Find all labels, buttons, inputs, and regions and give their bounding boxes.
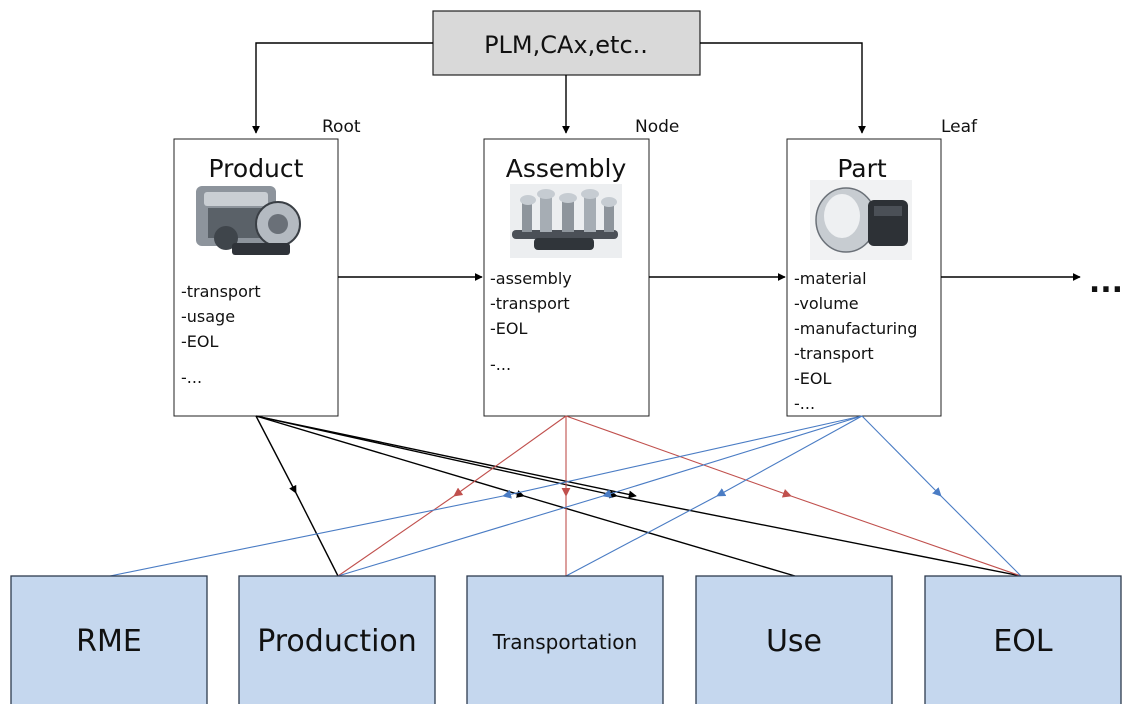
phase-label-use: Use bbox=[766, 624, 822, 659]
source-box bbox=[432, 10, 701, 76]
part-item: -material bbox=[794, 269, 867, 288]
piston-image bbox=[810, 180, 912, 260]
product-item: -usage bbox=[181, 307, 235, 326]
phase-box-transportation bbox=[466, 575, 664, 704]
crankshaft-image bbox=[510, 184, 622, 258]
level-label-root: Root bbox=[322, 117, 361, 137]
product-title: Product bbox=[209, 154, 304, 183]
assembly-item: -transport bbox=[490, 294, 570, 313]
level-label-leaf: Leaf bbox=[941, 117, 978, 137]
assembly-item: -assembly bbox=[490, 269, 572, 288]
phase-label-eol: EOL bbox=[993, 624, 1053, 659]
part-item: -volume bbox=[794, 294, 859, 313]
assembly-title: Assembly bbox=[506, 154, 627, 183]
phase-label-production: Production bbox=[257, 624, 417, 659]
phase-label-transportation: Transportation bbox=[492, 630, 637, 654]
part-links bbox=[109, 415, 1022, 577]
product-item: -transport bbox=[181, 282, 261, 301]
product-links bbox=[255, 415, 1022, 577]
product-box bbox=[173, 138, 339, 417]
assembly-item: -... bbox=[490, 355, 511, 374]
part-item: -transport bbox=[794, 344, 874, 363]
assembly-links bbox=[337, 415, 1022, 577]
part-item: -manufacturing bbox=[794, 319, 917, 338]
source-to-part-arrow bbox=[700, 42, 866, 134]
source-to-product-arrow bbox=[252, 42, 433, 134]
level-label-node: Node bbox=[635, 117, 679, 137]
part-item: -... bbox=[794, 394, 815, 413]
part-item: -EOL bbox=[794, 369, 831, 388]
source-label: PLM,CAx,etc.. bbox=[484, 31, 648, 59]
product-item: -... bbox=[181, 368, 202, 387]
engine-image bbox=[196, 186, 301, 255]
continuation-ellipsis: ... bbox=[1089, 265, 1123, 300]
phase-box-use bbox=[695, 575, 893, 704]
phase-box-rme bbox=[10, 575, 208, 704]
product-item: -EOL bbox=[181, 332, 218, 351]
part-title: Part bbox=[837, 154, 887, 183]
phase-box-eol bbox=[924, 575, 1122, 704]
phase-label-rme: RME bbox=[76, 624, 142, 659]
phase-box-production bbox=[238, 575, 436, 704]
assembly-item: -EOL bbox=[490, 319, 527, 338]
